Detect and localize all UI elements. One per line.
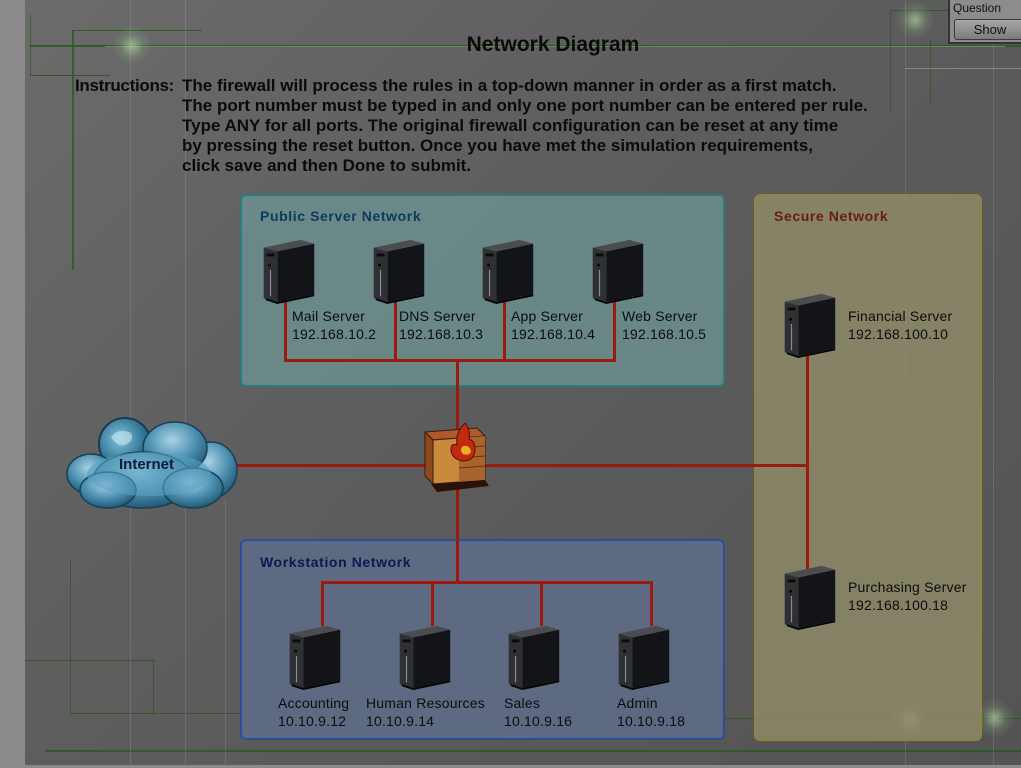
- node-ip: 192.168.10.4: [511, 326, 596, 342]
- instructions-label: Instructions:: [75, 76, 175, 95]
- server-icon[interactable]: [588, 236, 646, 304]
- node-financial-server: Financial Server 192.168.100.10: [848, 307, 952, 343]
- server-icon[interactable]: [780, 290, 838, 358]
- instructions-line: The firewall will process the rules in a…: [182, 76, 837, 95]
- node-accounting: Accounting 10.10.9.12: [278, 694, 349, 730]
- wire: [284, 359, 616, 362]
- wire: [235, 464, 808, 467]
- node-name: Human Resources: [366, 695, 485, 711]
- node-ip: 192.168.10.5: [622, 326, 707, 342]
- node-ip: 10.10.9.14: [366, 713, 435, 729]
- server-icon[interactable]: [478, 236, 536, 304]
- node-mail-server: Mail Server 192.168.10.2: [292, 307, 376, 343]
- node-dns-server: DNS Server 192.168.10.3: [399, 307, 483, 343]
- server-icon[interactable]: [614, 622, 672, 690]
- node-name: App Server: [511, 308, 584, 324]
- wire: [284, 300, 287, 361]
- node-web-server: Web Server 192.168.10.5: [622, 307, 706, 343]
- instructions-line: Type ANY for all ports. The original fir…: [182, 116, 839, 135]
- node-ip: 10.10.9.16: [504, 713, 573, 729]
- node-human-resources: Human Resources 10.10.9.14: [366, 694, 485, 730]
- server-icon[interactable]: [259, 236, 317, 304]
- node-name: Mail Server: [292, 308, 365, 324]
- server-icon[interactable]: [369, 236, 427, 304]
- show-question-button[interactable]: Show: [954, 19, 1021, 40]
- server-icon[interactable]: [285, 622, 343, 690]
- wire: [806, 356, 809, 572]
- node-admin: Admin 10.10.9.18: [617, 694, 685, 730]
- node-ip: 192.168.10.3: [399, 326, 484, 342]
- node-name: Financial Server: [848, 308, 953, 324]
- node-purchasing-server: Purchasing Server 192.168.100.18: [848, 578, 967, 614]
- wire: [394, 300, 397, 361]
- node-sales: Sales 10.10.9.16: [504, 694, 572, 730]
- wire: [650, 581, 653, 626]
- internet-label: Internet: [119, 456, 175, 473]
- node-ip: 192.168.100.10: [848, 326, 949, 342]
- wire: [503, 300, 506, 361]
- node-ip: 10.10.9.12: [278, 713, 347, 729]
- node-app-server: App Server 192.168.10.4: [511, 307, 595, 343]
- wire: [321, 581, 653, 584]
- zone-title: Public Server Network: [260, 208, 422, 224]
- zone-title: Secure Network: [774, 208, 889, 224]
- node-ip: 10.10.9.18: [617, 713, 686, 729]
- internet-cloud-icon[interactable]: [63, 412, 238, 512]
- simulation-stage: Network Diagram Instructions: The firewa…: [25, 0, 1021, 765]
- node-ip: 192.168.10.2: [292, 326, 377, 342]
- node-name: Admin: [617, 695, 658, 711]
- instructions-line: by pressing the reset button. Once you h…: [182, 136, 814, 155]
- secure-network-zone: Secure Network: [754, 194, 982, 741]
- wire: [613, 300, 616, 361]
- server-icon[interactable]: [780, 562, 838, 630]
- firewall-icon[interactable]: [419, 418, 491, 496]
- instructions-line: The port number must be typed in and onl…: [182, 96, 868, 115]
- wire: [321, 581, 324, 626]
- public-server-network-zone: Public Server Network: [240, 194, 725, 387]
- node-name: Sales: [504, 695, 541, 711]
- node-name: Accounting: [278, 695, 350, 711]
- wire: [431, 581, 434, 626]
- question-panel: Question Show: [948, 0, 1021, 44]
- zone-title: Workstation Network: [260, 554, 412, 570]
- node-name: DNS Server: [399, 308, 476, 324]
- wire: [540, 581, 543, 626]
- node-name: Web Server: [622, 308, 698, 324]
- node-name: Purchasing Server: [848, 579, 967, 595]
- instructions-line: click save and then Done to submit.: [182, 156, 472, 175]
- server-icon[interactable]: [504, 622, 562, 690]
- question-label: Question: [953, 1, 1002, 15]
- node-ip: 192.168.100.18: [848, 597, 949, 613]
- server-icon[interactable]: [395, 622, 453, 690]
- page-title: Network Diagram: [466, 33, 640, 56]
- instructions-text: The firewall will process the rules in a…: [182, 76, 922, 176]
